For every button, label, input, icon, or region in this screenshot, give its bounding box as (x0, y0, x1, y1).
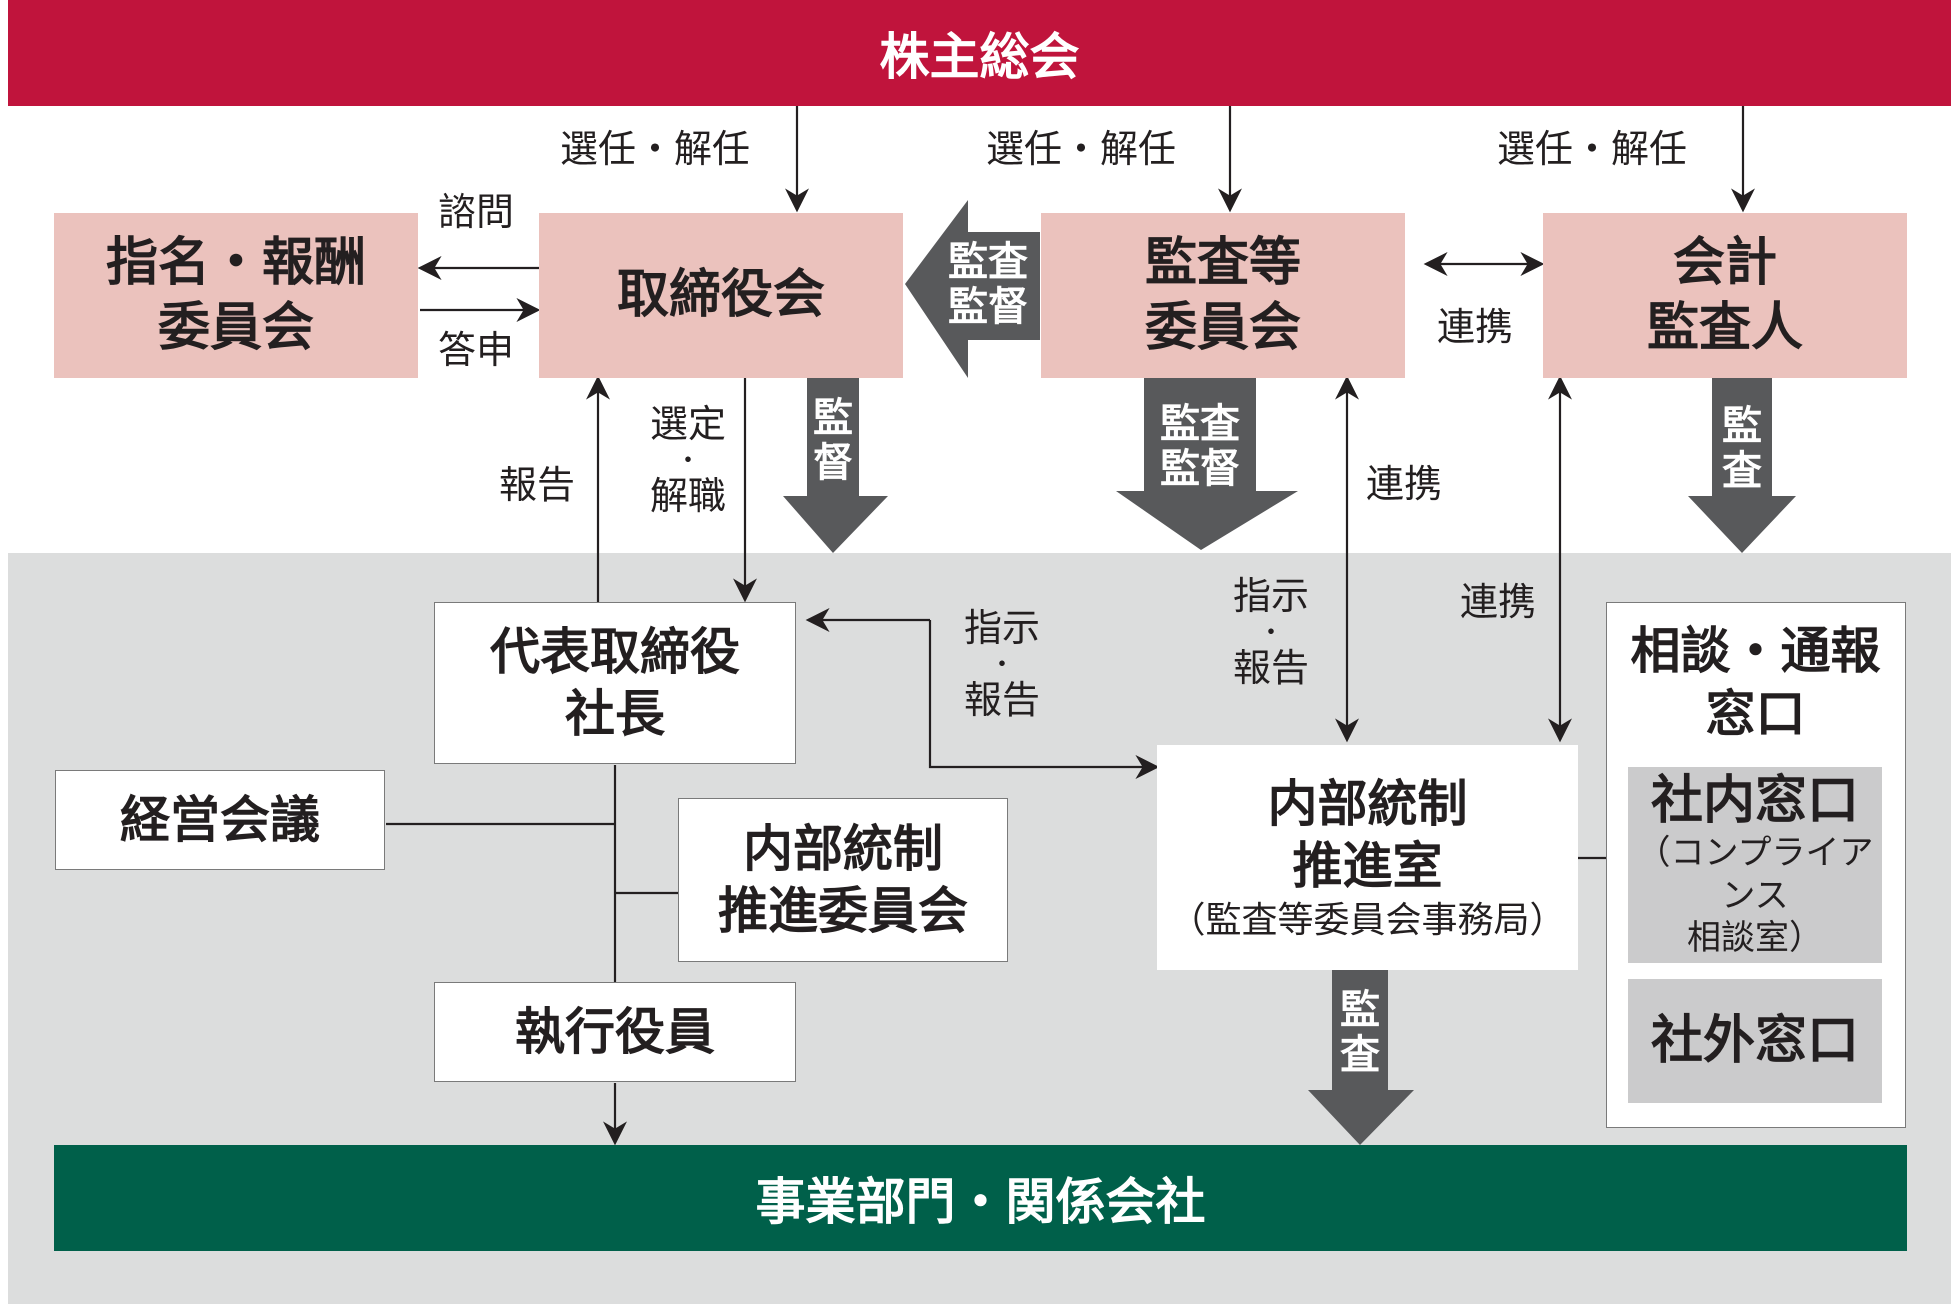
internal-desk-note-line1: （コンプライアンス (1636, 833, 1874, 916)
supervise-down-line1: 監 (813, 395, 853, 441)
audit-supervise-down-arrow (1116, 378, 1298, 550)
nomination-committee-line2: 委員会 (157, 297, 314, 358)
hotline-title-line2: 窓口 (1705, 684, 1806, 743)
report-label-2: 報告 (963, 677, 1040, 722)
ic-office-note: （監査等委員会事務局） (1169, 899, 1566, 941)
audit-supervise-down-text: 監査 監督 (1150, 402, 1250, 492)
management-meeting-label: 経営会議 (120, 790, 320, 849)
audit-down-ic-line2: 査 (1340, 1031, 1380, 1078)
internal-desk-label: 社内窓口 (1650, 771, 1859, 832)
appoint-dismiss-label-2: 選任・解任 (986, 127, 1177, 171)
report-back-label: 答申 (438, 328, 515, 372)
president-line1: 代表取締役 (490, 622, 740, 681)
internal-desk-box: 社内窓口 （コンプライアンス 相談室） (1628, 767, 1882, 963)
executive-officers-label: 執行役員 (515, 1002, 715, 1061)
audit-supervise-left-arrow (905, 200, 1040, 378)
ic-office-line1: 内部統制 (1267, 774, 1468, 833)
ic-promotion-office-box: 内部統制 推進室 （監査等委員会事務局） (1157, 745, 1578, 970)
coordinate-label-1: 連携 (1437, 305, 1514, 349)
audit-down-arrow-ic (1308, 970, 1414, 1145)
select-label: 選定 (649, 402, 726, 446)
executive-officers-box: 執行役員 (434, 982, 796, 1082)
audit-supervise-left-line1: 監査 (948, 239, 1028, 285)
accounting-auditor-line1: 会計 (1672, 232, 1777, 293)
audit-down-text-ic: 監 査 (1334, 988, 1386, 1078)
instruct-label-2: 指示 (963, 606, 1040, 650)
instruct-report-label-1: 指示 ・ 報告 (1221, 574, 1321, 691)
report-label: 報告 (499, 463, 576, 507)
external-desk-label: 社外窓口 (1650, 1010, 1859, 1071)
instruct-report-label-2: 指示 ・ 報告 (952, 606, 1052, 723)
audit-committee-line1: 監査等 (1144, 232, 1301, 293)
board-of-directors-box: 取締役会 (539, 213, 903, 378)
supervise-down-arrow (783, 375, 888, 553)
internal-desk-note-line2: 相談室） (1687, 918, 1823, 959)
audit-supervise-left-text: 監査 監督 (938, 240, 1038, 330)
consult-label: 諮問 (438, 190, 515, 234)
hotline-title-line1: 相談・通報 (1630, 622, 1881, 680)
instruct-label-1: 指示 (1232, 574, 1309, 618)
hotline-title: 相談・通報 窓口 (1607, 615, 1904, 750)
select-dismiss-dot: ・ (674, 445, 701, 476)
president-line2: 社長 (565, 685, 665, 743)
ic-committee-line1: 内部統制 (743, 819, 943, 878)
dismiss-label: 解職 (649, 473, 726, 518)
supervise-down-text: 監 督 (808, 396, 858, 486)
audit-supervise-down-line1: 監査 (1160, 401, 1240, 447)
audit-down-arrow-auditor (1688, 375, 1796, 553)
hotline-panel: 相談・通報 窓口 社内窓口 （コンプライアンス 相談室） 社外窓口 (1606, 602, 1906, 1128)
appoint-dismiss-label-1: 選任・解任 (560, 127, 751, 171)
report-label-1: 報告 (1232, 645, 1309, 690)
select-dismiss-label: 選定 ・ 解職 (638, 402, 738, 519)
business-divisions-band: 事業部門・関係会社 (54, 1145, 1907, 1251)
audit-supervise-down-line2: 監督 (1160, 445, 1240, 492)
coordinate-label-3: 連携 (1460, 580, 1537, 624)
shareholders-meeting-label: 株主総会 (879, 28, 1080, 86)
board-of-directors-label: 取締役会 (616, 265, 825, 325)
audit-committee-line2: 委員会 (1144, 297, 1301, 358)
nomination-compensation-committee-box: 指名・報酬 委員会 (54, 213, 418, 378)
ic-committee-line2: 推進委員会 (718, 882, 968, 940)
coordinate-label-2: 連携 (1366, 462, 1443, 506)
business-divisions-label: 事業部門・関係会社 (755, 1173, 1206, 1231)
instruct-report-arrow (928, 620, 1160, 779)
nomination-committee-line1: 指名・報酬 (105, 232, 366, 293)
supervise-down-line2: 督 (813, 439, 853, 486)
audit-supervisory-committee-box: 監査等 委員会 (1041, 213, 1405, 378)
audit-down-ic-line1: 監 (1340, 987, 1380, 1033)
appoint-dismiss-label-3: 選任・解任 (1497, 127, 1688, 171)
audit-down-auditor-line1: 監 (1722, 403, 1762, 449)
accounting-auditor-box: 会計 監査人 (1543, 213, 1907, 378)
external-desk-box: 社外窓口 (1628, 979, 1882, 1103)
audit-supervise-left-line2: 監督 (948, 283, 1028, 330)
ic-promotion-committee-box: 内部統制 推進委員会 (678, 798, 1008, 962)
ic-office-line2: 推進室 (1292, 837, 1443, 895)
president-box: 代表取締役 社長 (434, 602, 796, 764)
shareholders-meeting-band: 株主総会 (8, 0, 1951, 106)
audit-down-text-auditor: 監 査 (1716, 404, 1768, 494)
accounting-auditor-line2: 監査人 (1646, 297, 1803, 358)
instruct-report-dot-1: ・ (1257, 617, 1284, 648)
instruct-report-dot-2: ・ (988, 649, 1015, 680)
audit-down-auditor-line2: 査 (1722, 447, 1762, 494)
management-meeting-box: 経営会議 (55, 770, 385, 870)
